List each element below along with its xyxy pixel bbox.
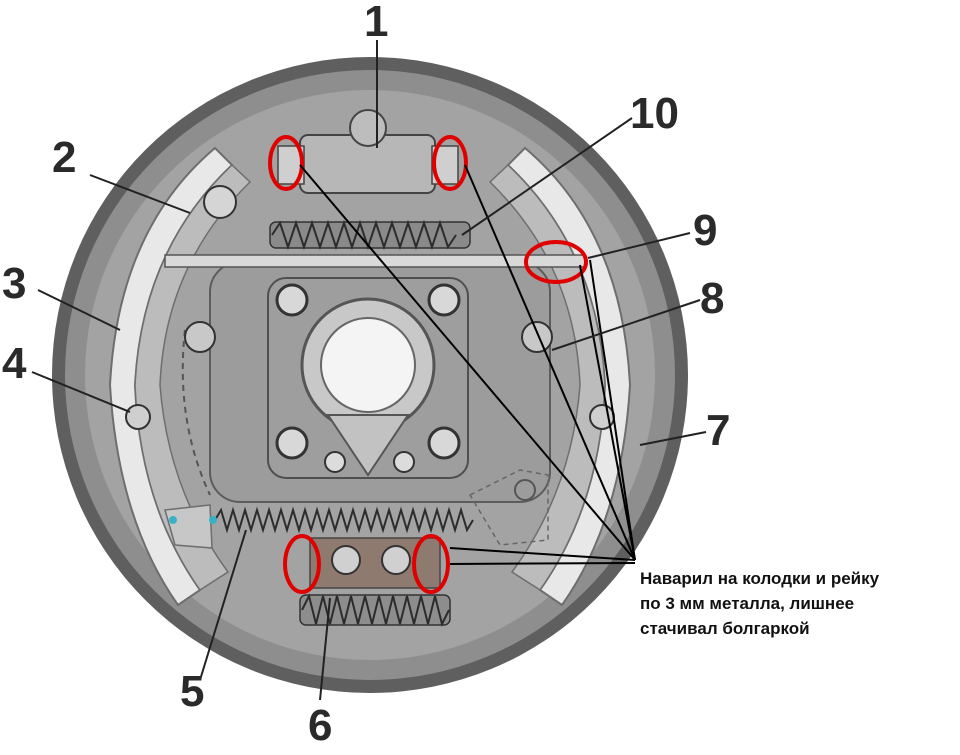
callout-leaders: [31, 40, 707, 701]
callout-6: 6: [308, 701, 332, 750]
note-line: по 3 мм металла, лишнее: [640, 594, 855, 613]
spacer-bar: [164, 254, 586, 268]
callout-4: 4: [2, 339, 27, 388]
callout-1: 1: [364, 0, 388, 46]
pointer-lines: [299, 164, 636, 565]
left-brake-shoe: [108, 146, 252, 607]
shoe-hold-pins: [125, 185, 615, 430]
callout-numbers: 1 2 3 4 5 6 7 8 9 10: [2, 0, 730, 750]
lower-spring: [169, 506, 474, 534]
callout-7: 7: [706, 406, 730, 455]
hub-bolt: [275, 283, 461, 473]
right-brake-shoe: [488, 146, 632, 607]
repair-note: Наварил на колодки и рейку по 3 мм метал…: [640, 566, 950, 641]
callout-3: 3: [2, 259, 26, 308]
callout-5: 5: [180, 667, 204, 716]
upper-return-spring: [269, 219, 471, 251]
callout-10: 10: [630, 89, 679, 138]
adjuster-mechanism: [468, 469, 549, 546]
note-line: стачивал болгаркой: [640, 619, 810, 638]
callout-2: 2: [52, 133, 76, 182]
wheel-cylinder: [277, 109, 459, 194]
note-line: Наварил на колодки и рейку: [640, 569, 880, 588]
hub-assembly: [209, 261, 551, 503]
callout-8: 8: [700, 274, 724, 323]
bottom-spring: [299, 593, 451, 627]
callout-9: 9: [693, 206, 717, 255]
highlight-marks: [268, 135, 588, 594]
